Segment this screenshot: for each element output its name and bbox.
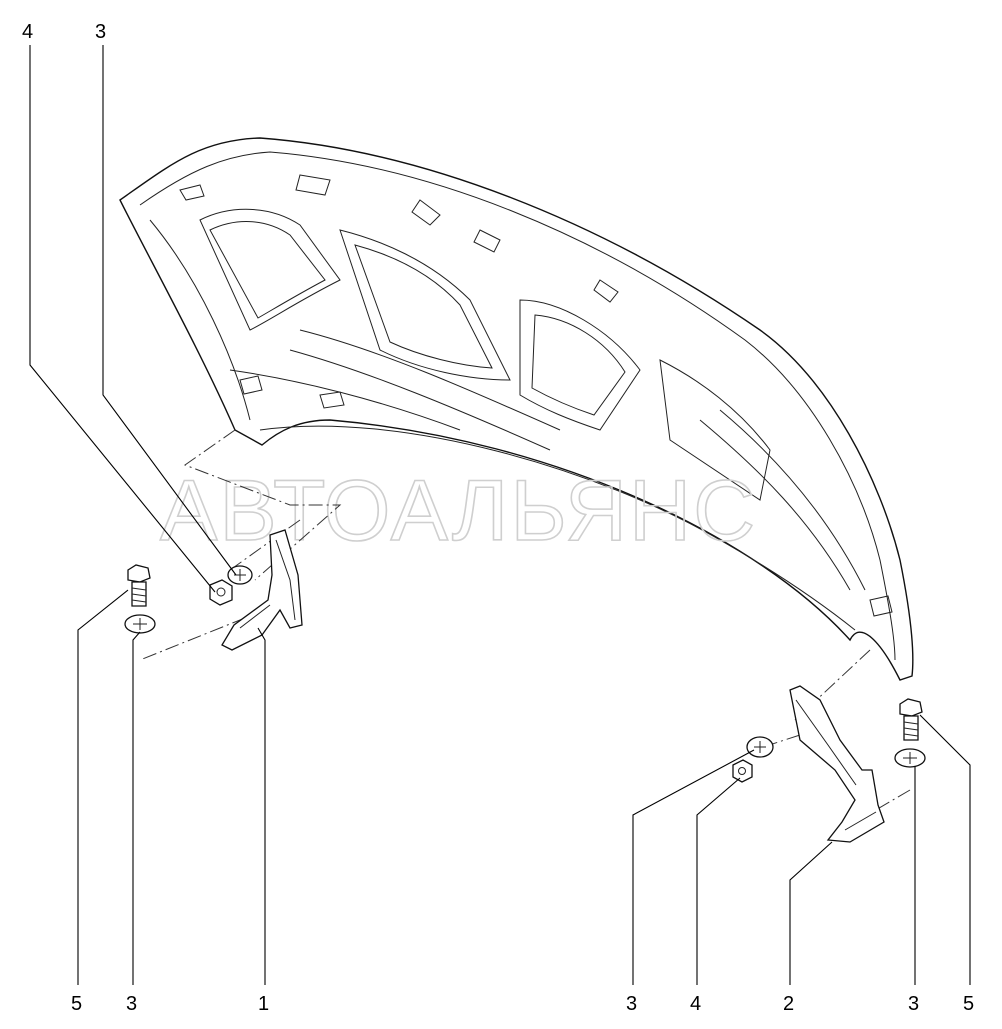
left-hinge-assembly — [124, 529, 303, 651]
left-nut — [209, 579, 233, 606]
callout-labels: 4 3 5 3 1 3 4 2 3 5 — [22, 21, 974, 1015]
callout-top-left-4: 4 — [22, 21, 33, 43]
callout-bottom-right-3a: 3 — [626, 993, 637, 1015]
left-bolt — [127, 564, 151, 607]
callout-bottom-right-3b: 3 — [908, 993, 919, 1015]
callout-bottom-left-1: 1 — [258, 993, 269, 1015]
callout-bottom-left-5: 5 — [71, 993, 82, 1015]
watermark-text: АВТОАЛЬЯНС — [160, 463, 757, 559]
right-bolt — [899, 698, 923, 741]
right-hinge-assembly — [732, 685, 926, 843]
callout-bottom-right-5: 5 — [963, 993, 974, 1015]
callout-top-left-3: 3 — [95, 21, 106, 43]
hood-panel — [119, 137, 914, 681]
right-nut — [732, 759, 753, 783]
right-hinge-bracket — [789, 685, 885, 843]
callout-bottom-left-3: 3 — [126, 993, 137, 1015]
leader-lines — [29, 45, 971, 985]
callout-bottom-right-4: 4 — [690, 993, 701, 1015]
callout-bottom-right-2: 2 — [783, 993, 794, 1015]
